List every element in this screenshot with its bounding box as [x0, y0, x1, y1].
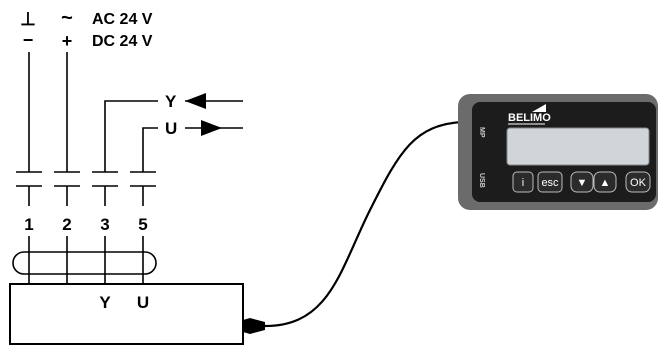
actuator-y-label: Y [99, 293, 111, 312]
signal-u-label: U [165, 119, 177, 138]
terminal-2-label: 2 [62, 215, 71, 234]
dc-voltage-label: DC 24 V [92, 33, 153, 50]
chevron-up-icon: ▲ [600, 177, 611, 189]
actuator-box [9, 283, 244, 345]
terminal-5-label: 5 [138, 215, 147, 234]
terminal-breaks [16, 171, 156, 187]
ac-symbol: ~ [61, 7, 73, 29]
svg-text:i: i [522, 177, 524, 189]
wire-5-upper [142, 127, 158, 172]
device-brand-logo: BELIMO [508, 112, 551, 124]
ground-symbol: ⊥ [20, 9, 36, 29]
connector-plug-icon [243, 318, 265, 334]
terminal-1-label: 1 [24, 215, 33, 234]
ac-voltage-label: AC 24 V [92, 11, 153, 28]
connection-cable [264, 120, 463, 328]
wire-3-upper [104, 100, 158, 172]
down-button[interactable]: ▼ [570, 171, 594, 193]
terminal-3-label: 3 [100, 215, 109, 234]
belimo-logo-icon [532, 104, 546, 112]
arrow-left-icon [185, 93, 206, 109]
device-mp-label: MP [478, 127, 485, 138]
cable-sheath [12, 251, 157, 275]
esc-button[interactable]: esc [537, 171, 563, 193]
belimo-device: MP USB BELIMO i esc ▼ ▲ OK [458, 94, 658, 210]
arrow-right-icon [201, 120, 222, 136]
info-button[interactable]: i [512, 171, 534, 193]
device-lcd-screen [506, 127, 650, 166]
svg-text:OK: OK [630, 177, 647, 189]
actuator-u-label: U [137, 293, 149, 312]
ok-button[interactable]: OK [625, 171, 651, 193]
signal-y-label: Y [165, 92, 177, 111]
minus-symbol: − [23, 30, 34, 50]
plus-symbol: + [62, 31, 73, 51]
svg-text:esc: esc [541, 177, 559, 189]
chevron-down-icon: ▼ [577, 177, 588, 189]
device-usb-label: USB [478, 173, 485, 188]
up-button[interactable]: ▲ [593, 171, 617, 193]
